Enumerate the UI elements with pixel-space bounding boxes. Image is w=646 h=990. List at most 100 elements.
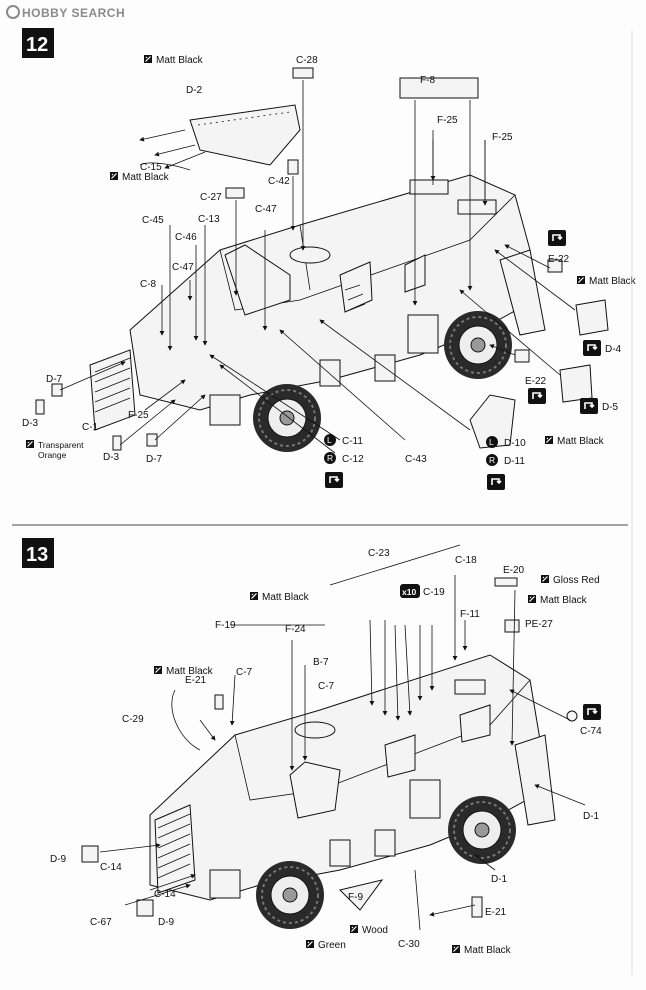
part-label: C-45 xyxy=(142,215,164,226)
part-label: C-67 xyxy=(90,917,112,928)
part-label: D-1 xyxy=(583,811,600,822)
part-label: D-2 xyxy=(186,85,203,96)
part-c30 xyxy=(414,869,421,931)
quantity-badge xyxy=(400,584,420,598)
paint-label: Matt Black xyxy=(464,945,512,956)
vehicle-12 xyxy=(89,174,546,453)
part-label: E-21 xyxy=(185,675,207,686)
part-c29 xyxy=(171,689,201,751)
paint-label: Matt Black xyxy=(166,666,214,677)
part-label: C-19 xyxy=(423,587,445,598)
part-f9 xyxy=(339,879,384,911)
part-label: D-4 xyxy=(605,344,622,355)
leader-lines-13 xyxy=(99,575,586,917)
part-d7a xyxy=(51,383,63,397)
part-d10-glass xyxy=(469,394,516,449)
part-label: C-8 xyxy=(140,279,157,290)
paint-label: Matt Black xyxy=(589,276,637,287)
step-13: 13 xyxy=(22,538,602,956)
part-label: D-9 xyxy=(50,854,67,865)
paint-label: Gloss Red xyxy=(553,575,600,586)
side-badge-l xyxy=(324,434,336,446)
part-label: C-12 xyxy=(342,454,364,465)
vehicle-13 xyxy=(149,654,556,930)
part-label: C-23 xyxy=(368,548,390,559)
svg-text:R: R xyxy=(489,455,495,465)
part-label: E-22 xyxy=(548,254,570,265)
part-c74 xyxy=(566,710,578,722)
part-label: C-7 xyxy=(318,681,335,692)
part-label: C-47 xyxy=(172,262,194,273)
svg-text:x10: x10 xyxy=(402,587,416,597)
part-c23 xyxy=(329,544,461,586)
part-d3b xyxy=(112,435,122,451)
part-label: C-43 xyxy=(405,454,427,465)
side-badge-r xyxy=(486,454,498,466)
part-pe27 xyxy=(504,619,520,633)
part-label: C-14 xyxy=(100,862,122,873)
part-label: D-3 xyxy=(103,452,120,463)
part-c15 xyxy=(139,162,191,171)
part-label: C-27 xyxy=(200,192,222,203)
part-label: C-46 xyxy=(175,232,197,243)
part-label: C-1 xyxy=(82,422,99,433)
step-13-number: 13 xyxy=(26,544,48,566)
paint-label: Green xyxy=(318,940,346,951)
part-label: F-11 xyxy=(460,609,480,620)
step-13-badge xyxy=(22,538,54,568)
watermark-text: HOBBY SEARCH xyxy=(22,6,125,20)
part-label: C-15 xyxy=(140,162,162,173)
part-label: D-11 xyxy=(504,456,525,467)
step-12-number: 12 xyxy=(26,34,48,56)
part-d7b xyxy=(146,433,158,447)
step-12: 12 xyxy=(22,28,637,491)
part-label: C-7 xyxy=(236,667,253,678)
part-d2 xyxy=(189,104,301,166)
part-label: F-9 xyxy=(348,892,363,903)
part-label: D-1 xyxy=(491,874,508,885)
part-label: F-25 xyxy=(492,132,513,143)
watermark-logo: HOBBY SEARCH xyxy=(6,5,125,20)
part-d9b xyxy=(136,899,154,917)
part-label: PE-27 xyxy=(525,619,553,630)
part-label: D-5 xyxy=(602,402,619,413)
part-label: C-29 xyxy=(122,714,144,725)
part-c42 xyxy=(287,159,299,175)
part-label: D-10 xyxy=(504,438,526,449)
part-label: D-7 xyxy=(146,454,163,465)
part-e20 xyxy=(494,577,518,587)
part-e22b xyxy=(514,349,530,363)
part-label: F-24 xyxy=(285,624,306,635)
part-d4-glass xyxy=(575,299,609,336)
part-label: D-3 xyxy=(22,418,39,429)
paint-label: Wood xyxy=(362,925,388,936)
part-label: B-7 xyxy=(313,657,329,668)
part-label: F-8 xyxy=(420,75,435,86)
part-d3a xyxy=(35,399,45,415)
step-12-badge xyxy=(22,28,54,58)
part-label: C-14 xyxy=(154,889,176,900)
part-label: C-42 xyxy=(268,176,290,187)
part-label: E-22 xyxy=(525,376,547,387)
part-label: C-74 xyxy=(580,726,602,737)
part-d9a xyxy=(81,845,99,863)
svg-text:L: L xyxy=(327,435,332,445)
paint-label: Matt Black xyxy=(122,172,170,183)
part-c27 xyxy=(225,187,245,199)
part-e21b xyxy=(471,896,483,918)
side-badge-r xyxy=(324,452,336,464)
part-e22a xyxy=(547,259,563,273)
part-label: F-19 xyxy=(215,620,236,631)
paint-label: Matt Black xyxy=(156,55,204,66)
part-label: D-7 xyxy=(46,374,63,385)
part-label: C-11 xyxy=(342,436,363,447)
side-badge-l xyxy=(486,436,498,448)
paint-label: Matt Black xyxy=(262,592,310,603)
part-label: D-9 xyxy=(158,917,175,928)
part-label: C-13 xyxy=(198,214,220,225)
part-label: C-28 xyxy=(296,55,318,66)
part-label: C-30 xyxy=(398,939,420,950)
